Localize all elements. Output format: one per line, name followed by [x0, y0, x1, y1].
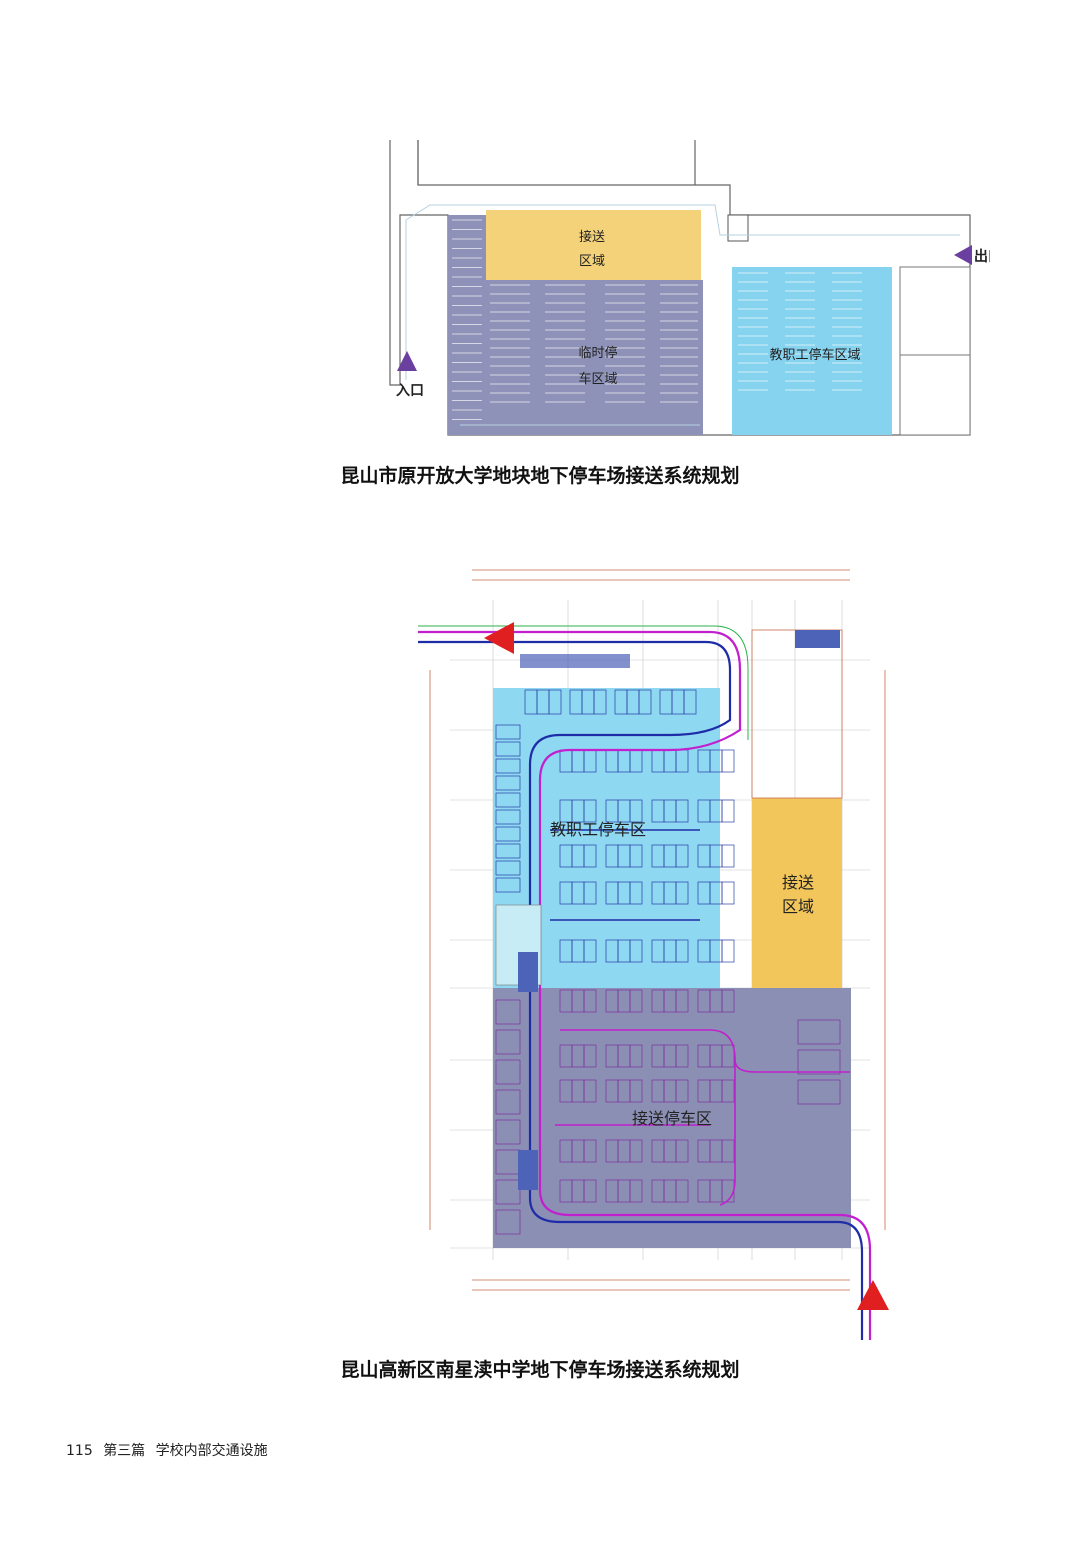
stall-line — [495, 826, 521, 842]
stall-line — [583, 1179, 597, 1203]
zone-dropoff — [752, 798, 842, 988]
stall-line — [583, 939, 597, 963]
stall-line — [797, 1079, 841, 1105]
caption-figure2: 昆山高新区南星渎中学地下停车场接送系统规划 — [340, 1359, 740, 1381]
temp-parking-label-line1: 临时停 — [578, 345, 617, 361]
stall-line — [629, 881, 643, 905]
parking-plan-kaifang: 入口 出口 接送 区域 临时停 车区域 教职工停车区域 — [370, 135, 990, 445]
stall-line — [495, 999, 521, 1025]
stall-line — [583, 1139, 597, 1163]
stall-line — [721, 749, 735, 773]
stall-line — [629, 1044, 643, 1068]
dropoff-label-line2: 区域 — [579, 254, 605, 269]
stall-line — [495, 877, 521, 893]
stall-line — [675, 881, 689, 905]
dropoff-parking-label: 接送停车区 — [632, 1109, 712, 1128]
stall-line — [629, 1139, 643, 1163]
staff-parking-label: 教职工停车区 — [550, 820, 646, 839]
stall-line — [495, 1179, 521, 1205]
entrance-arrow-icon — [397, 351, 417, 371]
zone-dropoff — [486, 210, 701, 280]
stall-line — [495, 1119, 521, 1145]
stall-line — [495, 792, 521, 808]
stall-line — [583, 881, 597, 905]
stall-line — [495, 843, 521, 859]
dropoff-label-line1: 接送 — [579, 229, 605, 245]
temp-parking-label-line2: 车区域 — [578, 371, 617, 387]
stall-line — [629, 989, 643, 1013]
stall-line — [629, 844, 643, 868]
stall-line — [629, 1179, 643, 1203]
stall-line — [583, 1079, 597, 1103]
stall-line — [675, 1079, 689, 1103]
page-number: 115 — [66, 1443, 93, 1459]
stall-line — [629, 1079, 643, 1103]
chapter-label: 第三篇 — [103, 1443, 146, 1459]
section-label: 学校内部交通设施 — [155, 1443, 268, 1459]
entrance-label: 入口 — [396, 383, 424, 399]
stall-line — [495, 860, 521, 876]
stall-line — [675, 1044, 689, 1068]
stall-line — [495, 1059, 521, 1085]
stall-line — [593, 689, 607, 715]
stall-line — [495, 1029, 521, 1055]
stall-line — [675, 1179, 689, 1203]
stall-line — [721, 799, 735, 823]
stall-line — [675, 939, 689, 963]
stall-line — [721, 844, 735, 868]
parking-plan-nanxingdu: 教职工停车区 接送 区域 接送停车区 — [410, 560, 900, 1350]
stall-line — [495, 741, 521, 757]
entrance-arrow-icon — [857, 1280, 889, 1310]
stall-line — [797, 1049, 841, 1075]
stall-line — [721, 1079, 735, 1103]
stall-line — [495, 724, 521, 740]
caption-figure1: 昆山市原开放大学地块地下停车场接送系统规划 — [340, 465, 740, 487]
stall-line — [721, 939, 735, 963]
stall-line — [583, 989, 597, 1013]
stall-line — [629, 939, 643, 963]
stall-line — [638, 689, 652, 715]
zone-dropoff-parking — [493, 988, 851, 1248]
stall-line — [797, 1019, 841, 1045]
page-footer: 115 第三篇 学校内部交通设施 — [66, 1440, 274, 1460]
staff-parking-label: 教职工停车区域 — [769, 347, 860, 363]
stall-line — [583, 799, 597, 823]
stall-line — [721, 1139, 735, 1163]
stall-line — [721, 989, 735, 1013]
stall-line — [495, 809, 521, 825]
stall-line — [675, 989, 689, 1013]
stall-line — [675, 844, 689, 868]
zone-staff-parking — [732, 267, 892, 435]
stall-line — [721, 881, 735, 905]
stall-line — [583, 1044, 597, 1068]
stall-line — [583, 844, 597, 868]
stall-line — [683, 689, 697, 715]
dropoff-label-line2: 区域 — [782, 897, 814, 916]
zone-temp-parking — [448, 280, 703, 435]
stall-line — [629, 799, 643, 823]
stall-line — [495, 1209, 521, 1235]
exit-arrow-icon — [484, 622, 514, 654]
stall-line — [721, 1044, 735, 1068]
stall-line — [495, 758, 521, 774]
stall-line — [548, 689, 562, 715]
dropoff-label-line1: 接送 — [782, 873, 814, 892]
stall-line — [495, 1089, 521, 1115]
stall-line — [495, 775, 521, 791]
exit-label: 出口 — [974, 248, 990, 265]
exit-arrow-icon — [954, 245, 972, 265]
stall-line — [675, 1139, 689, 1163]
stall-line — [675, 799, 689, 823]
